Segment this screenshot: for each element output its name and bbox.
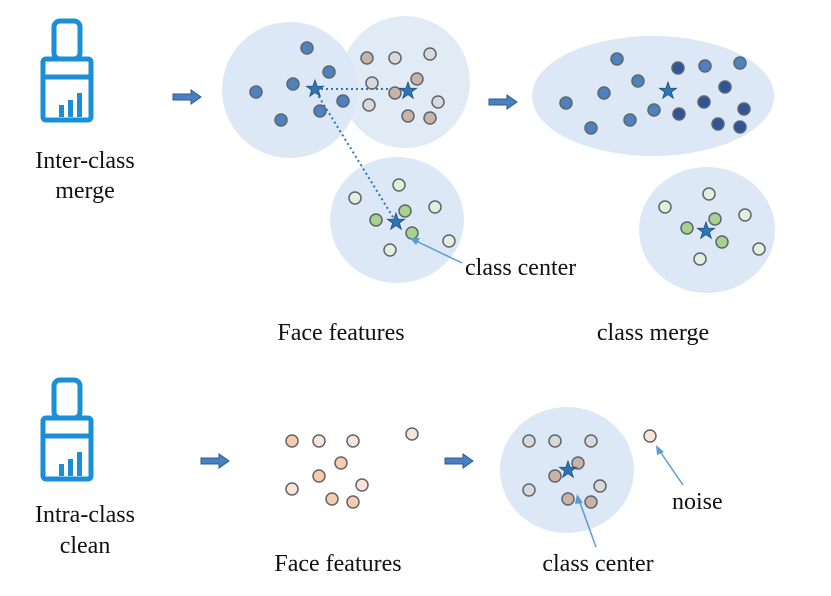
noise-pointer [656, 445, 684, 486]
class-center-label-top: class center [465, 255, 576, 281]
blue-dots [249, 41, 350, 127]
intra-class-brush-icon [43, 380, 91, 479]
right-arrow-icon [488, 94, 518, 110]
inter-class-brush-icon [43, 21, 91, 120]
right-arrow-icon [444, 453, 474, 469]
tan-cluster-dots [360, 47, 445, 125]
noise-label: noise [672, 489, 723, 515]
intra-class-label-line2: clean [60, 533, 111, 559]
clean-cluster-dots [522, 434, 607, 509]
green-cluster-right-dots [658, 187, 766, 266]
inter-class-label-line2: merge [55, 178, 115, 204]
merged-cluster [532, 36, 774, 156]
right-arrow-icon [200, 453, 230, 469]
green-dots [348, 178, 456, 257]
face-features-label-top: Face features [277, 320, 404, 346]
class-center-pointer [410, 238, 463, 264]
face-features-label-bottom: Face features [274, 551, 401, 577]
right-arrow-icon [172, 89, 202, 105]
raw-feature-dots [285, 427, 419, 509]
inter-class-label-line1: Inter-class [35, 148, 134, 174]
noise-dot [643, 429, 657, 443]
class-center-pointer [575, 494, 597, 548]
class-center-label-bottom: class center [542, 551, 653, 577]
merged-cluster-dots [559, 52, 751, 135]
class-merge-label: class merge [597, 320, 709, 346]
intra-class-label-line1: Intra-class [35, 502, 135, 528]
cluster-tan [340, 16, 470, 148]
